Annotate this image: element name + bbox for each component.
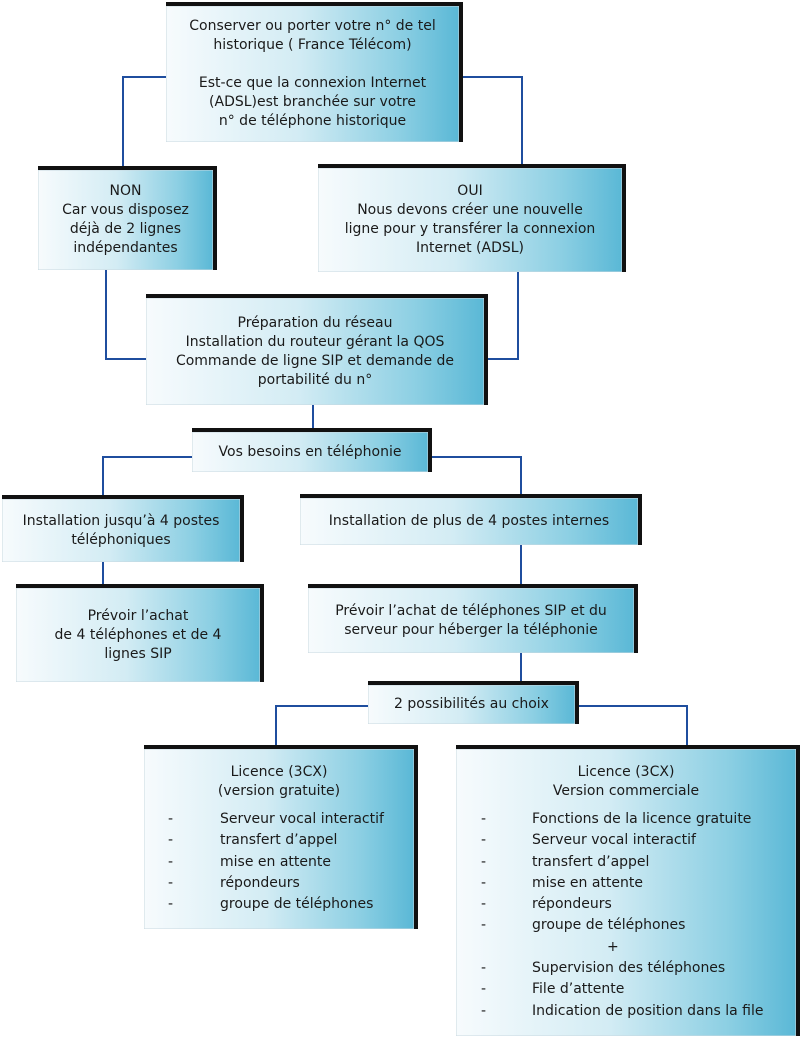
non-line-3: déjà de 2 lignes xyxy=(69,221,182,237)
list-item: - Serveur vocal interactif xyxy=(481,832,696,849)
free-license-box: Licence (3CX) (version gratuite) xyxy=(144,745,418,929)
oui-line-2: Nous devons créer une nouvelle xyxy=(357,202,583,218)
free-license-title: Licence (3CX) xyxy=(230,764,328,780)
connector-possibilites-to-free xyxy=(275,705,370,748)
list-item: - répondeurs xyxy=(481,896,612,913)
install-up-to-4-box: Installation jusqu’à 4 postes téléphoniq… xyxy=(2,495,244,562)
list-item: - Serveur vocal interactif xyxy=(168,811,384,827)
prep-line-2: Installation du routeur gérant la QOS xyxy=(185,333,445,350)
list-item: - transfert d’appel xyxy=(168,832,338,849)
list-item: - Fonctions de la licence gratuite xyxy=(481,811,752,827)
list-item: - Indication de position dans la file xyxy=(481,1002,764,1019)
connector-top-to-non xyxy=(122,76,168,168)
list-item: - mise en attente xyxy=(481,874,643,891)
needs-label: Vos besoins en téléphonie xyxy=(218,443,402,460)
network-preparation-box: Préparation du réseau Installation du ro… xyxy=(146,294,488,405)
commercial-license-features: - Fonctions de la licence gratuite - Ser… xyxy=(481,809,791,1022)
achat4-line-2: de 4 téléphones et de 4 xyxy=(54,626,222,643)
historic-number-question-box: Conserver ou porter votre n° de tel hist… xyxy=(166,2,463,142)
connector-oui-to-prep xyxy=(485,272,519,360)
oui-line-1: OUI xyxy=(457,183,483,199)
connector-besoins-to-installplus xyxy=(430,456,522,498)
free-license-subtitle: (version gratuite) xyxy=(217,783,341,799)
plus-separator: + xyxy=(607,938,619,955)
list-item: - Supervision des téléphones xyxy=(481,960,726,977)
list-item: - répondeurs xyxy=(168,874,300,891)
achatsip-line-1: Prévoir l’achat de téléphones SIP et du xyxy=(335,602,607,619)
prep-line-4: portabilité du n° xyxy=(257,371,373,388)
achat4-line-3: lignes SIP xyxy=(104,645,172,662)
achat4-line-1: Prévoir l’achat xyxy=(87,607,189,624)
connector-besoins-to-install4 xyxy=(102,456,194,497)
list-item: - File d’attente xyxy=(481,981,625,998)
buy-4-phones-box: Prévoir l’achat de 4 téléphones et de 4 … xyxy=(16,584,264,682)
question-line-1: Conserver ou porter votre n° de tel xyxy=(189,18,436,34)
buy-sip-phones-box: Prévoir l’achat de téléphones SIP et du … xyxy=(308,584,638,653)
non-line-4: indépendantes xyxy=(73,240,178,256)
question-line-2: historique ( France Télécom) xyxy=(213,37,412,53)
commercial-license-box: Licence (3CX) Version commerciale xyxy=(456,745,800,1036)
installplus-label: Installation de plus de 4 postes interne… xyxy=(328,513,610,529)
question-line-4: (ADSL)est branchée sur votre xyxy=(209,94,416,110)
options-label: 2 possibilités au choix xyxy=(394,696,549,712)
list-item: - groupe de téléphones xyxy=(168,896,374,913)
non-answer-box: NON Car vous disposez déjà de 2 lignes i… xyxy=(38,166,217,270)
commercial-license-title: Licence (3CX) xyxy=(577,764,675,780)
oui-answer-box: OUI Nous devons créer une nouvelle ligne… xyxy=(318,164,626,272)
install4-line-1: Installation jusqu’à 4 postes xyxy=(22,512,220,529)
free-license-features: - Serveur vocal interactif - transfert d… xyxy=(168,809,408,915)
install-more-than-4-box: Installation de plus de 4 postes interne… xyxy=(300,494,642,545)
prep-line-3: Commande de ligne SIP et demande de xyxy=(175,352,455,369)
oui-line-3: ligne pour y transférer la connexion xyxy=(344,221,596,237)
install4-line-2: téléphoniques xyxy=(71,531,171,548)
prep-line-1: Préparation du réseau xyxy=(237,314,393,331)
oui-line-4: Internet (ADSL) xyxy=(415,240,524,256)
list-item: - groupe de téléphones xyxy=(481,917,686,934)
list-item: - mise en attente xyxy=(168,853,331,870)
connector-non-to-prep xyxy=(105,270,148,360)
question-line-5: n° de téléphone historique xyxy=(218,113,407,129)
non-line-2: Car vous disposez xyxy=(62,202,189,218)
achatsip-line-2: serveur pour héberger la téléphonie xyxy=(344,621,598,638)
question-line-3: Est-ce que la connexion Internet xyxy=(198,75,427,91)
non-line-1: NON xyxy=(109,183,142,199)
list-item: - transfert d’appel xyxy=(481,853,650,870)
telephony-needs-box: Vos besoins en téléphonie xyxy=(192,428,432,472)
connector-top-to-oui xyxy=(460,76,523,166)
commercial-license-subtitle: Version commerciale xyxy=(552,783,700,799)
two-options-box: 2 possibilités au choix xyxy=(368,681,579,724)
connector-possibilites-to-commercial xyxy=(577,705,688,748)
